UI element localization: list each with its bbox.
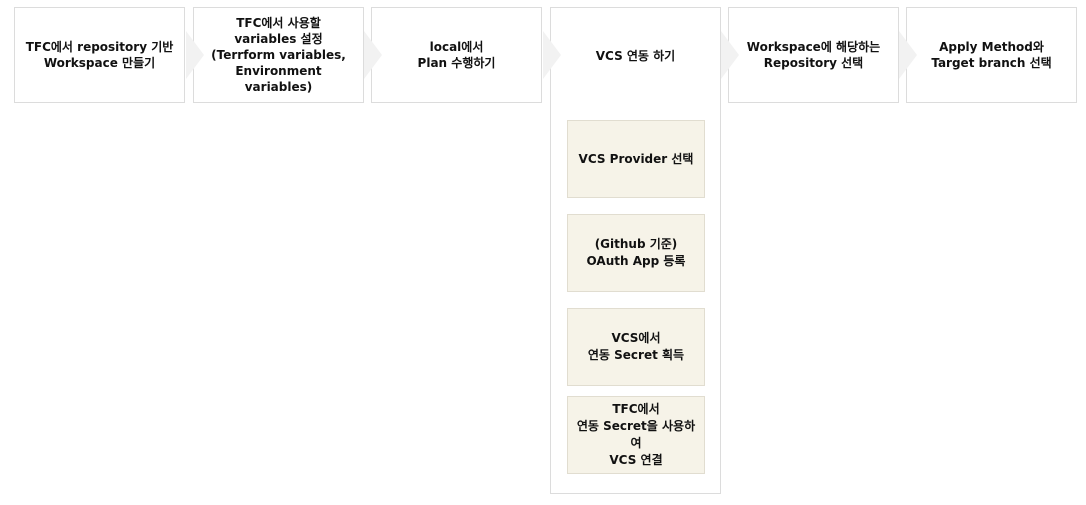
arrow-right-icon [899, 31, 917, 79]
substep-get-secret: VCS에서 연동 Secret 획득 [567, 308, 705, 386]
arrow-right-icon [721, 31, 739, 79]
arrow-right-icon [364, 31, 382, 79]
arrow-right-icon [543, 31, 561, 79]
step-set-variables: TFC에서 사용할 variables 설정 (Terrform variabl… [193, 7, 364, 103]
step-local-plan: local에서 Plan 수행하기 [371, 7, 542, 103]
substep-connect-vcs: TFC에서 연동 Secret을 사용하여 VCS 연결 [567, 396, 705, 474]
step-select-repository: Workspace에 해당하는 Repository 선택 [728, 7, 899, 103]
step-create-workspace: TFC에서 repository 기반 Workspace 만들기 [14, 7, 185, 103]
step-apply-method: Apply Method와 Target branch 선택 [906, 7, 1077, 103]
substep-register-oauth-app: (Github 기준) OAuth App 등록 [567, 214, 705, 292]
arrow-right-icon [186, 31, 204, 79]
substep-select-provider: VCS Provider 선택 [567, 120, 705, 198]
